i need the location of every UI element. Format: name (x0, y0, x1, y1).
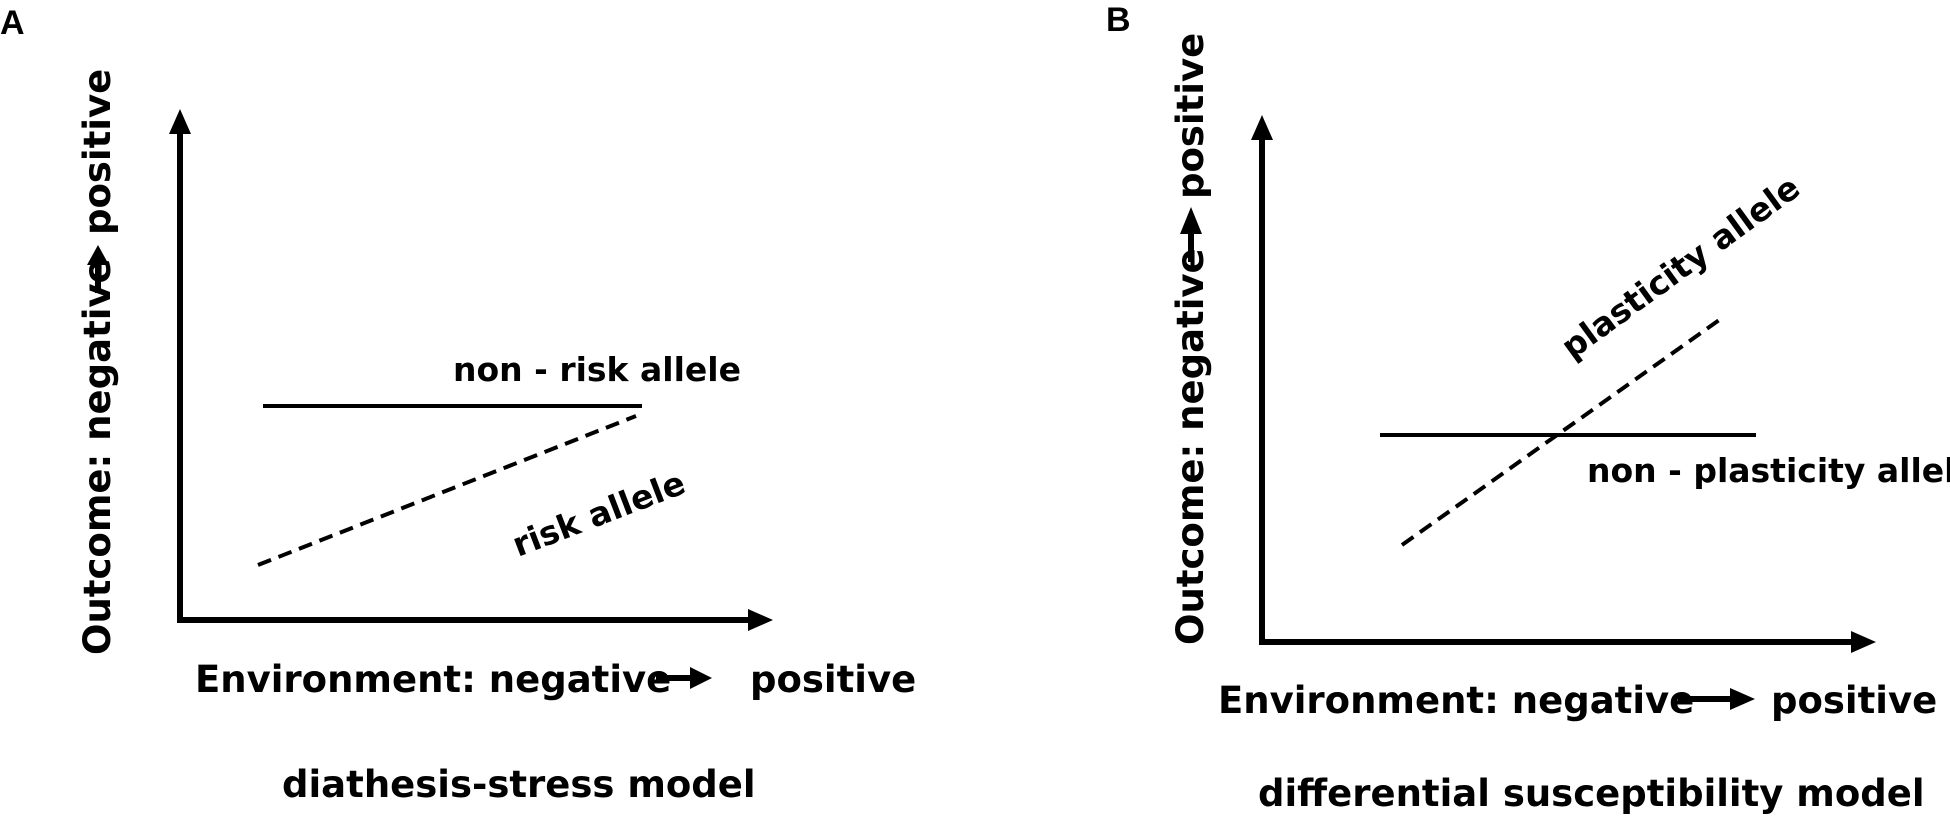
panel-b-y-label-arrow-head (1180, 207, 1202, 234)
panel-b-y-label-positive: positive (1169, 33, 1212, 199)
panel-a-x-label-negative: Environment: negative (195, 658, 671, 701)
panel-a-x-axis-arrowhead (748, 609, 773, 631)
panel-a-y-axis-arrowhead (169, 109, 191, 134)
panel-a-risk-allele-line (257, 414, 637, 567)
panel-a-letter: A (0, 4, 25, 42)
panel-a-y-label-positive: positive (76, 69, 119, 235)
panel-b-y-label-negative: Outcome: negative (1169, 248, 1212, 645)
panel-b-plasticity-allele-line (1400, 316, 1724, 547)
panel-a-y-label-negative: Outcome: negative (76, 258, 119, 655)
panel-b-letter: B (1106, 1, 1131, 39)
panel-b-x-label-positive: positive (1771, 679, 1937, 722)
panel-a-x-label-positive: positive (750, 658, 916, 701)
panel-a: A Outcome: negative positive Environment… (0, 4, 916, 806)
panel-b-y-label: Outcome: negative positive (1169, 33, 1212, 645)
panel-b-caption: differential susceptibility model (1258, 772, 1925, 815)
panel-a-caption: diathesis-stress model (282, 763, 756, 806)
panel-b-y-axis-arrowhead (1251, 115, 1273, 140)
panel-a-non-risk-allele-label: non - risk allele (453, 350, 741, 389)
panel-b-x-label-arrow-head (1730, 688, 1755, 710)
panel-b-non-plasticity-allele-label: non - plasticity allele (1587, 451, 1950, 490)
panel-a-y-label: Outcome: negative positive (76, 69, 119, 655)
panel-a-x-label-arrow-head (690, 667, 712, 689)
panel-b: B Outcome: negative positive Environment… (1106, 1, 1950, 815)
panel-a-risk-allele-label: risk allele (507, 463, 691, 565)
panel-a-y-label-arrow-head (87, 245, 109, 265)
panel-b-x-axis-arrowhead (1851, 631, 1876, 653)
panel-b-plasticity-allele-label: plasticity allele (1554, 168, 1807, 367)
panel-b-x-label-negative: Environment: negative (1218, 679, 1694, 722)
